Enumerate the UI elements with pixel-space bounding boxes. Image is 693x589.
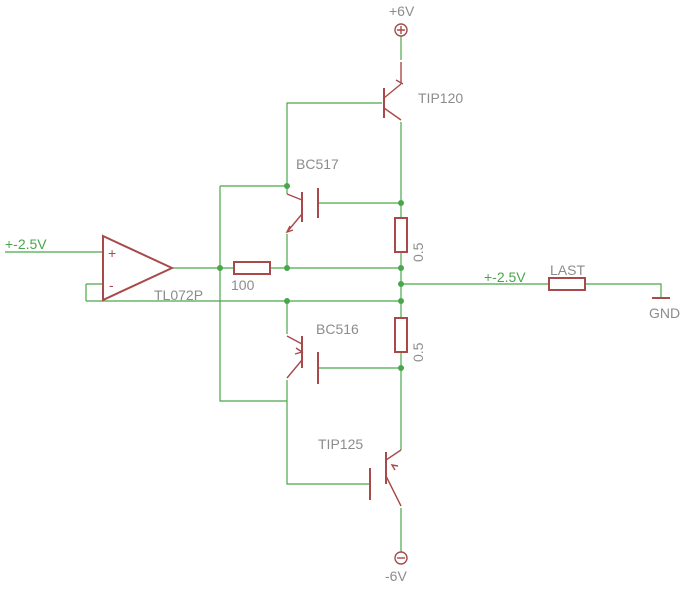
label-opamp: TL072P [154, 287, 203, 303]
supply-neg-symbol [394, 551, 408, 565]
label-r-base: 100 [231, 277, 255, 293]
junction-dot [398, 281, 404, 287]
opamp-minus-pin: - [109, 277, 114, 293]
junction-dot [217, 265, 223, 271]
opamp-tl072 [102, 234, 175, 302]
label-r-emit-bottom: 0.5 [410, 342, 426, 362]
transistor-bc517 [285, 188, 319, 234]
junction-dot [398, 265, 404, 271]
label-supply-pos: +6V [389, 3, 415, 19]
label-bc516: BC516 [316, 321, 359, 337]
supply-pos-symbol [394, 23, 408, 37]
wires [5, 36, 662, 552]
label-gnd: GND [649, 305, 680, 321]
label-tip125: TIP125 [318, 436, 363, 452]
label-net-input: +-2.5V [5, 236, 47, 252]
junction-dot [284, 265, 290, 271]
junction-dot [284, 298, 290, 304]
junction-dot [398, 200, 404, 206]
transistor-tip125 [369, 449, 402, 507]
junction-dot [284, 183, 290, 189]
opamp-plus-pin: + [108, 245, 116, 261]
label-supply-neg: -6V [385, 568, 407, 584]
resistor-emitter-top [394, 217, 408, 253]
label-tip120: TIP120 [418, 90, 463, 106]
label-r-load: LAST [550, 262, 585, 278]
label-r-emit-top: 0.5 [410, 242, 426, 262]
label-bc517: BC517 [296, 156, 339, 172]
label-net-output: +-2.5V [484, 269, 526, 285]
transistor-bc516 [286, 335, 319, 384]
junction-dot [398, 365, 404, 371]
transistor-tip120 [383, 62, 404, 121]
resistor-emitter-bottom [394, 317, 408, 353]
resistor-load [548, 277, 586, 291]
junctions [217, 183, 404, 371]
junction-dot [398, 298, 404, 304]
resistor-100 [233, 261, 271, 275]
